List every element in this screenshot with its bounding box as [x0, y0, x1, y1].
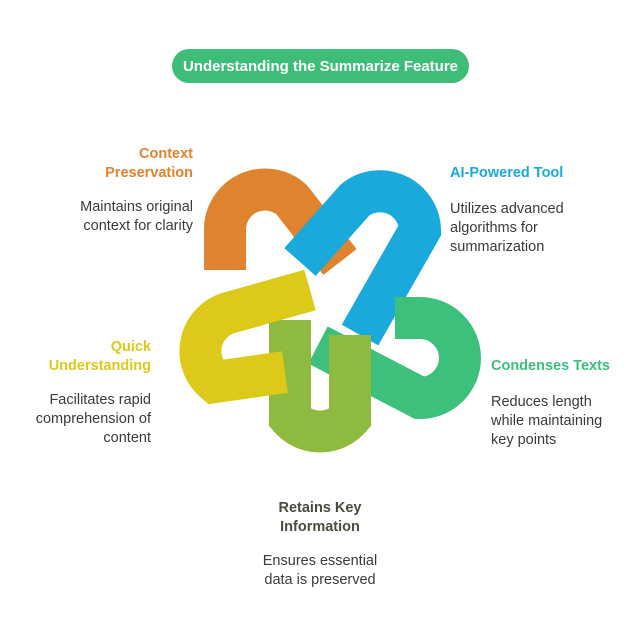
node-condenses-description: Reduces length while maintaining key poi…	[491, 394, 603, 448]
node-context-title: Context Preservation	[105, 146, 193, 181]
node-ai: AI-Powered Tool Utilizes advanced algori…	[450, 164, 630, 257]
node-ai-description: Utilizes advanced algorithms for summari…	[450, 201, 564, 255]
yellow-loop	[179, 269, 316, 405]
olive-loop	[269, 320, 371, 453]
title-banner: Understanding the Summarize Feature	[172, 49, 469, 83]
node-context: Context Preservation Maintains original …	[13, 145, 193, 236]
node-retains-title: Retains Key Information	[278, 500, 362, 535]
node-quick-title: Quick Understanding	[48, 339, 151, 374]
node-quick-description: Facilitates rapid comprehension of conte…	[35, 392, 151, 446]
node-retains: Retains Key Information Ensures essentia…	[230, 499, 410, 590]
diagram-title: Understanding the Summarize Feature	[182, 57, 459, 75]
node-ai-title: AI-Powered Tool	[450, 165, 564, 181]
node-condenses-title: Condenses Texts	[491, 358, 610, 374]
green-loop	[308, 297, 481, 420]
blue-loop	[284, 170, 442, 346]
orange-loop	[204, 168, 357, 275]
node-context-description: Maintains original context for clarity	[80, 199, 193, 234]
node-retains-description: Ensures essential data is preserved	[262, 553, 378, 588]
node-quick: Quick Understanding Facilitates rapid co…	[11, 338, 151, 448]
node-condenses: Condenses Texts Reduces length while mai…	[491, 357, 636, 450]
